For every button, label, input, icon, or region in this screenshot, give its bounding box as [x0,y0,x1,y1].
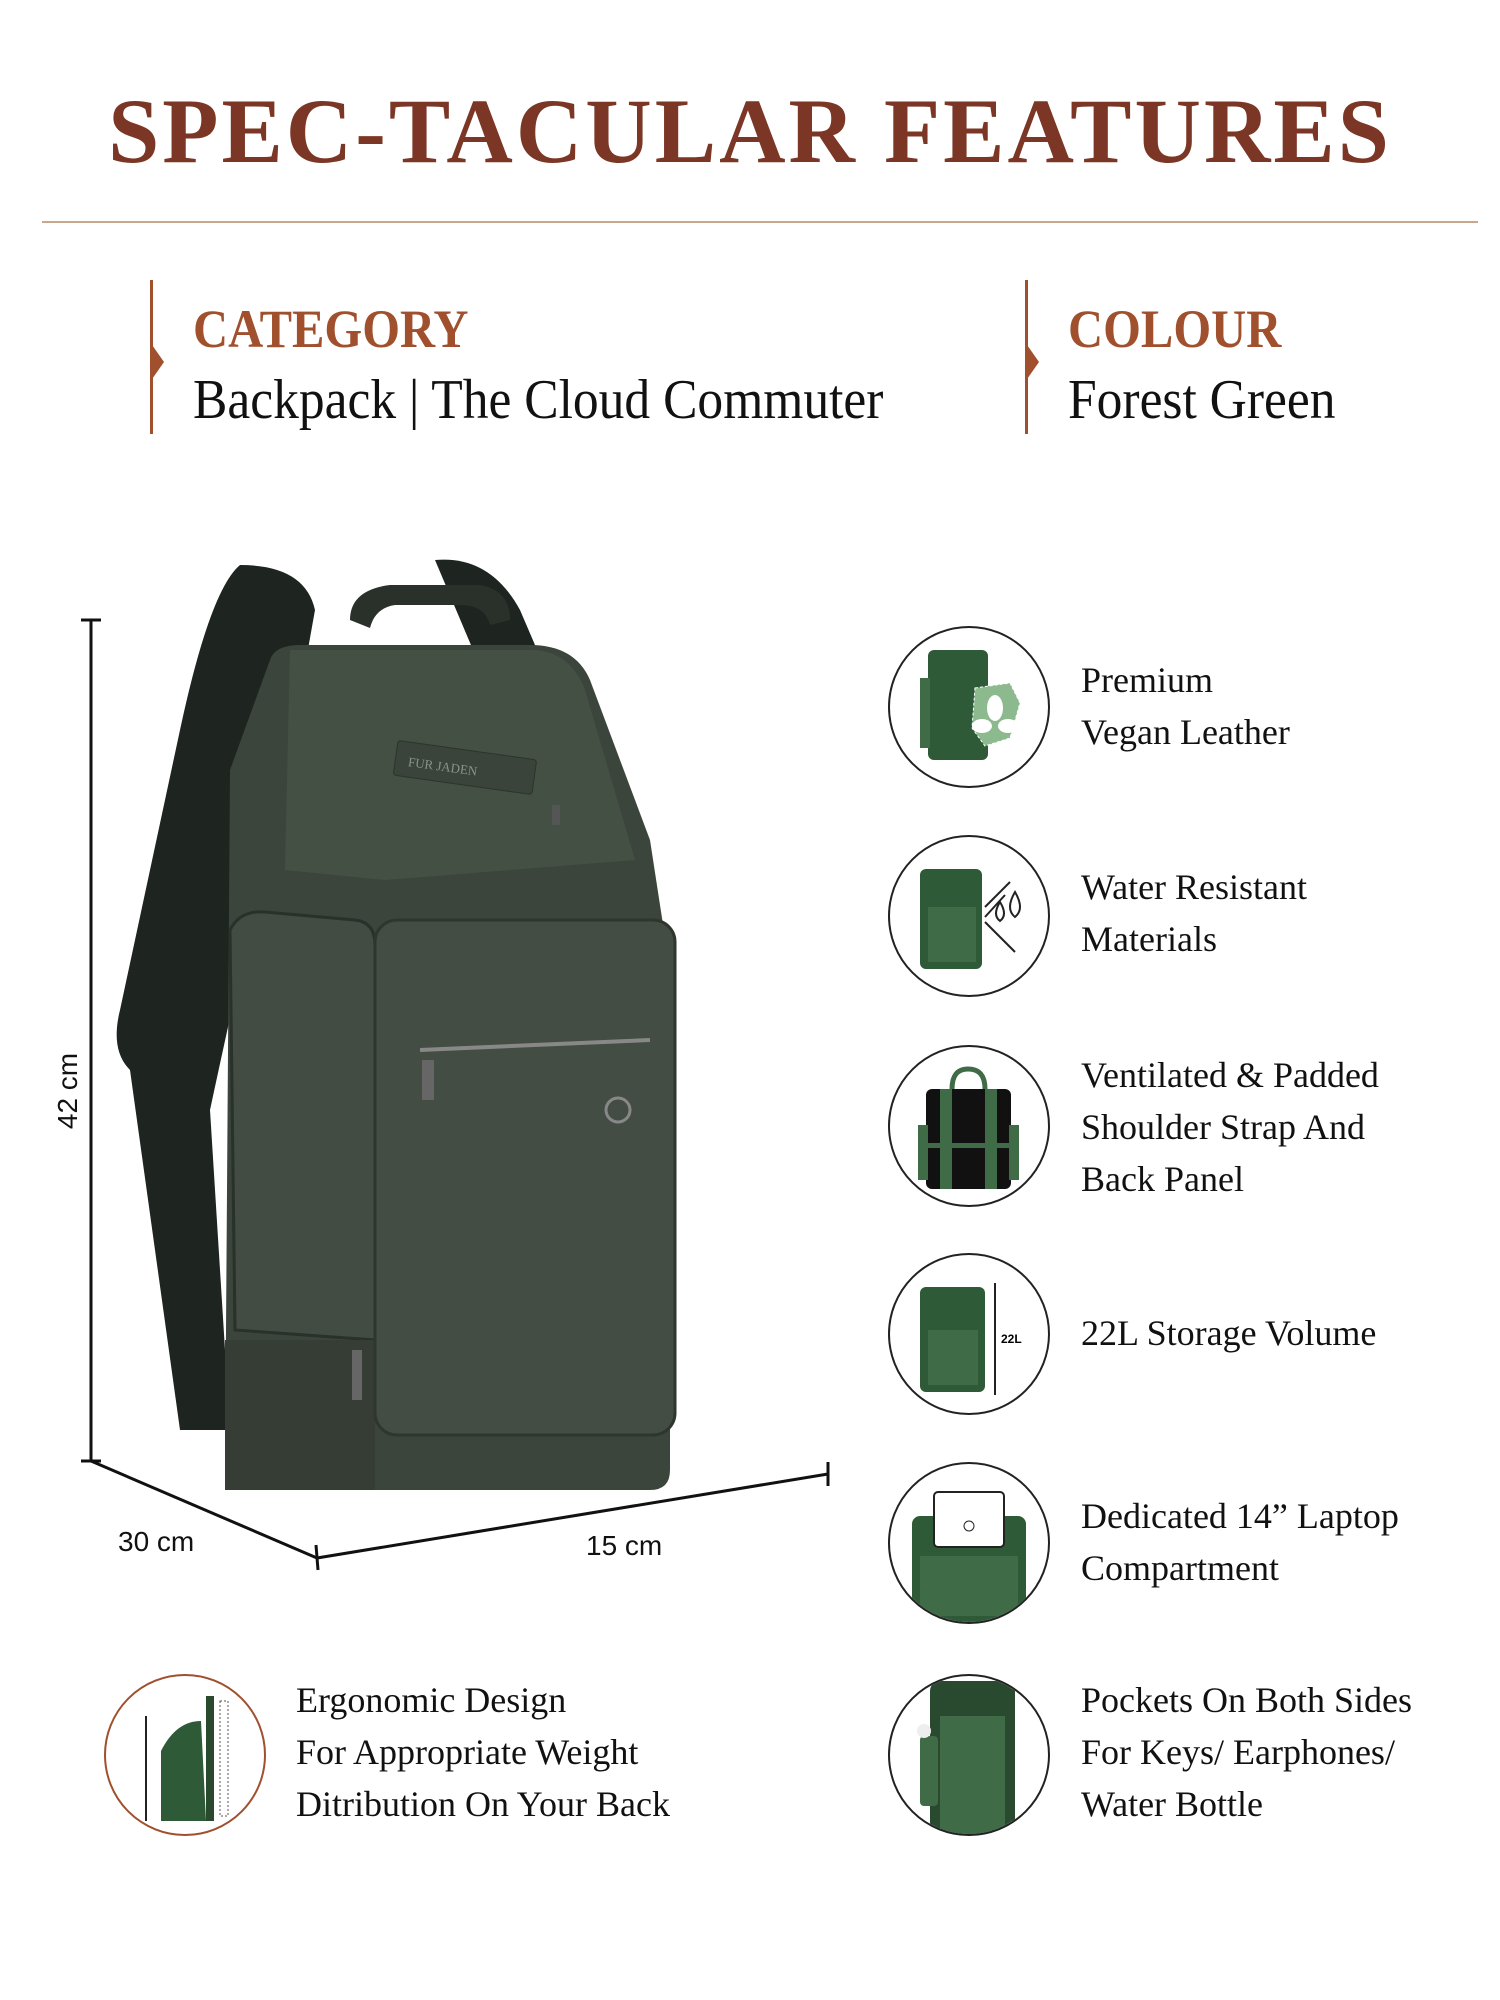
feature-line: Ergonomic Design [296,1680,567,1720]
padded-back-icon [888,1045,1050,1207]
side-pockets-icon [888,1674,1050,1836]
feature-side-pockets: Pockets On Both Sides For Keys/ Earphone… [1081,1674,1412,1830]
vegan-leather-icon [888,626,1050,788]
feature-ergonomic-design: Ergonomic Design For Appropriate Weight … [296,1674,670,1830]
feature-line: Shoulder Strap And [1081,1107,1365,1147]
backpack-image: FUR JADEN [116,559,677,1490]
feature-storage-volume: 22L Storage Volume [1081,1307,1376,1359]
spec-colour: COLOUR Forest Green [1025,280,1336,434]
feature-line: Dedicated 14” Laptop [1081,1496,1399,1536]
arrow-marker-icon [1025,342,1039,382]
feature-line: Ditribution On Your Back [296,1784,671,1824]
feature-line: Pockets On Both Sides [1081,1680,1413,1720]
laptop-compartment-icon [888,1462,1050,1624]
volume-badge: 22L [1001,1332,1022,1346]
feature-line: For Keys/ Earphones/ [1081,1732,1395,1772]
feature-line: Premium [1081,660,1213,700]
page-title: SPEC-TACULAR FEATURES [108,80,1392,182]
spec-value: Forest Green [1068,369,1336,431]
depth-label: 30 cm [118,1526,195,1557]
feature-line: Ventilated & Padded [1081,1055,1379,1095]
feature-line: Water Bottle [1081,1784,1264,1824]
spec-value: Backpack | The Cloud Commuter [193,369,884,431]
feature-line: 22L Storage Volume [1081,1313,1377,1353]
arrow-marker-icon [150,342,164,382]
spec-label: CATEGORY [193,299,469,359]
feature-line: Water Resistant [1081,867,1308,907]
feature-line: Back Panel [1081,1159,1244,1199]
feature-water-resistant: Water Resistant Materials [1081,861,1307,965]
width-label: 15 cm [586,1530,663,1561]
divider [42,221,1478,223]
feature-line: For Appropriate Weight [296,1732,639,1772]
ergonomic-design-icon [104,1674,266,1836]
feature-line: Compartment [1081,1548,1279,1588]
feature-vegan-leather: Premium Vegan Leather [1081,654,1290,758]
feature-laptop-compartment: Dedicated 14” Laptop Compartment [1081,1490,1399,1594]
feature-padded-back: Ventilated & Padded Shoulder Strap And B… [1081,1049,1379,1205]
spec-category: CATEGORY Backpack | The Cloud Commuter [150,280,883,434]
storage-volume-icon: 22L [888,1253,1050,1415]
height-label: 42 cm [52,1052,84,1130]
spec-label: COLOUR [1068,299,1282,359]
feature-line: Materials [1081,919,1217,959]
feature-line: Vegan Leather [1081,712,1290,752]
water-resistant-icon [888,835,1050,997]
